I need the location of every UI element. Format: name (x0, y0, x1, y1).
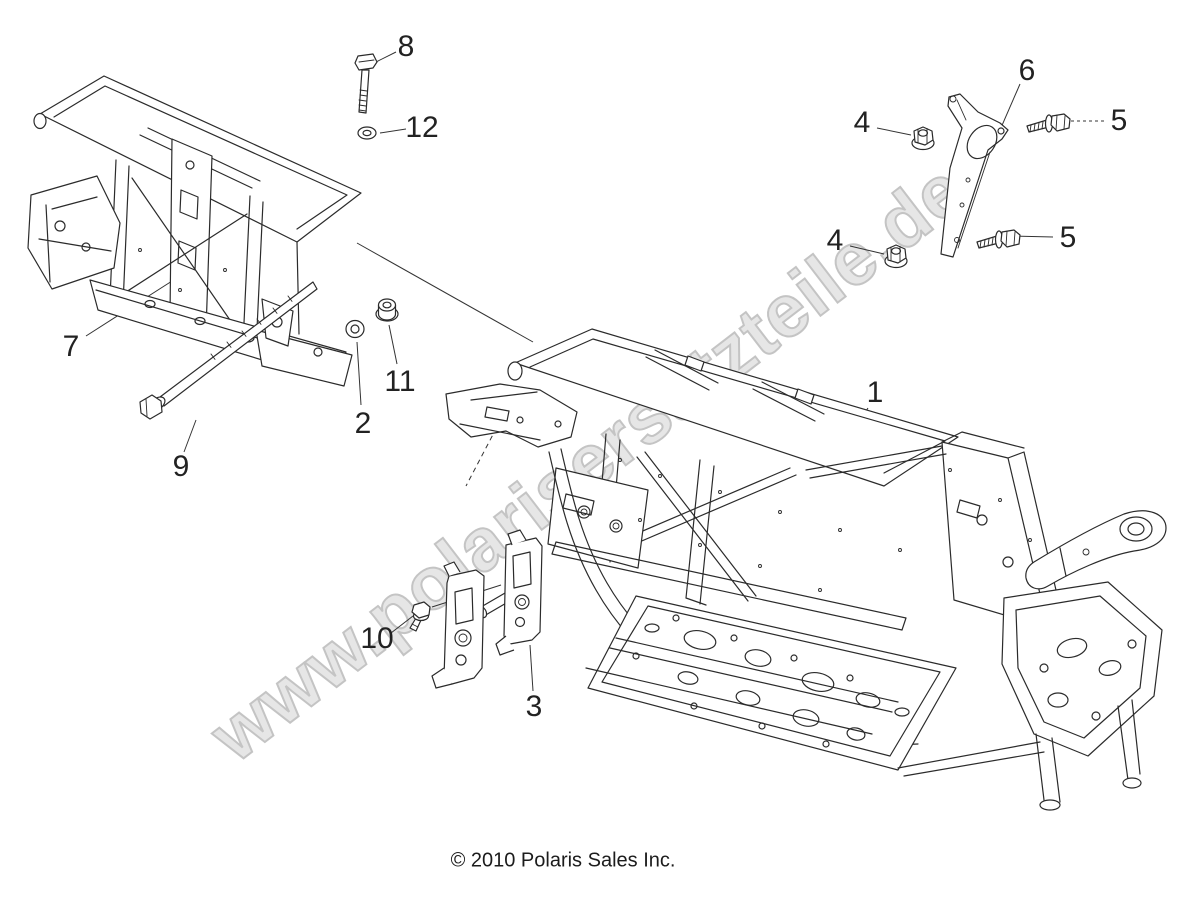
front-frame-assembly-drawing (27, 75, 362, 387)
bolt-8-icon (354, 53, 378, 114)
nut-4-upper-icon (911, 126, 935, 151)
callout-11: 11 (384, 365, 416, 398)
rear-support-bracket-drawing (940, 93, 1009, 258)
washer-12-icon (357, 126, 377, 140)
callout-5-lower: 5 (1059, 221, 1077, 254)
copyright-text: © 2010 Polaris Sales Inc. (450, 849, 676, 872)
callout-8: 8 (397, 30, 415, 63)
nut-11-icon (375, 298, 399, 322)
callout-10: 10 (360, 622, 394, 655)
rivet-dots (618, 458, 1032, 592)
callout-12: 12 (405, 111, 439, 144)
callout-4-lower: 4 (826, 224, 844, 257)
callout-9: 9 (172, 450, 190, 483)
bolt-5-lower-icon (976, 229, 1021, 249)
callout-1: 1 (866, 376, 884, 409)
callout-6: 6 (1018, 54, 1036, 87)
washer-2-icon (345, 319, 365, 339)
callout-7: 7 (62, 330, 80, 363)
callout-2: 2 (354, 407, 372, 440)
callout-3: 3 (525, 690, 543, 723)
bolt-5-upper-icon (1026, 113, 1071, 133)
bolt-9-icon (139, 281, 318, 420)
callout-5-upper: 5 (1110, 104, 1128, 137)
callout-4-upper: 4 (853, 106, 871, 139)
bracket-pair-drawing (431, 529, 543, 689)
bolt-10-icon (409, 601, 431, 632)
main-frame-drawing (445, 328, 1167, 811)
nut-4-lower-icon (884, 244, 908, 269)
